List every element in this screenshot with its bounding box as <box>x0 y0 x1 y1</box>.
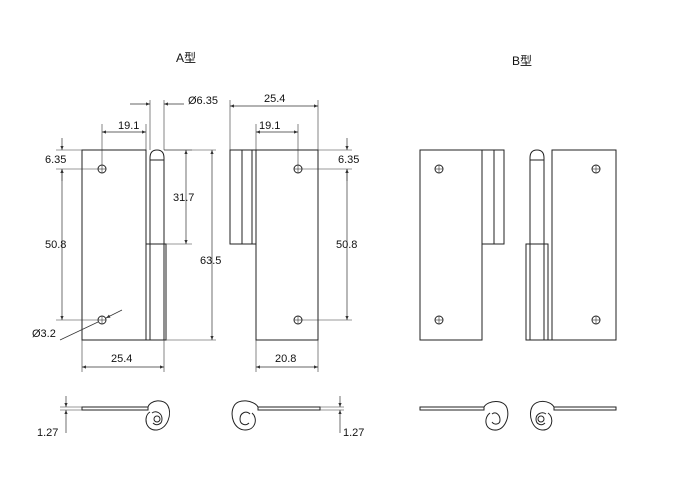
dim-19-1-right: 19.1 <box>259 120 280 132</box>
dim-thickness-right: 1.27 <box>343 427 364 439</box>
dim-50-8-left: 50.8 <box>45 239 66 251</box>
type-b-side-view-right <box>529 400 617 431</box>
dim-pin-diameter: Ø6.35 <box>188 95 218 107</box>
dim-25-4-top: 25.4 <box>264 93 285 105</box>
type-b-side-view-left <box>419 401 509 431</box>
type-a-side-view-right <box>231 400 321 431</box>
dim-6-35-left: 6.35 <box>45 154 66 166</box>
dim-63-5: 63.5 <box>200 255 221 267</box>
title-type-a: A型 <box>176 51 196 65</box>
type-a-side-view-left <box>81 400 171 431</box>
dim-50-8-right: 50.8 <box>336 239 357 251</box>
dim-thickness-left: 1.27 <box>37 427 58 439</box>
dim-20-8-bottom: 20.8 <box>275 353 296 365</box>
dim-19-1-left: 19.1 <box>118 120 139 132</box>
type-b-left-leaf <box>419 149 505 341</box>
dim-6-35-right: 6.35 <box>338 154 359 166</box>
dim-31-7: 31.7 <box>173 192 194 204</box>
title-type-b: B型 <box>512 54 532 68</box>
type-a-left-leaf <box>81 149 167 341</box>
type-a-right-leaf <box>229 149 319 341</box>
dim-hole-diameter: Ø3.2 <box>32 328 56 340</box>
type-b-right-leaf <box>525 149 617 341</box>
dim-25-4-bottom: 25.4 <box>111 353 132 365</box>
